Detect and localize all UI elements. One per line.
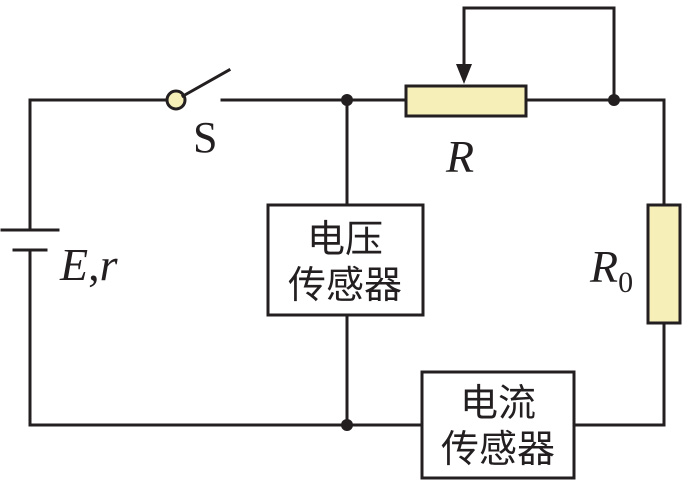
voltage-sensor <box>266 203 425 317</box>
current-sensor-line2: 传感器 <box>441 427 555 471</box>
source-separator: , <box>88 239 100 290</box>
switch[interactable] <box>165 67 232 111</box>
wire-top-right <box>524 98 666 207</box>
switch-pivot <box>165 89 187 111</box>
current-sensor <box>420 370 576 480</box>
voltage-sensor-line2: 传感器 <box>288 263 402 307</box>
voltage-sensor-line1: 电压 <box>307 217 383 261</box>
resistor-r0 <box>646 203 682 325</box>
wire-bottom <box>28 250 424 427</box>
switch-label: S <box>193 113 217 162</box>
source-label: E,r <box>59 239 119 290</box>
source-emf: E <box>59 239 88 290</box>
junction-node <box>341 419 353 431</box>
junction-node <box>341 94 353 106</box>
current-sensor-line1: 电流 <box>460 381 536 425</box>
rheostat-r <box>404 84 528 118</box>
battery-icon <box>0 228 60 252</box>
switch-blade <box>180 67 232 99</box>
rheostat-slider-wire <box>462 6 616 102</box>
wire-right-bottom <box>572 321 666 427</box>
rheostat-label: R <box>445 131 474 182</box>
slider-arrow-icon <box>456 64 472 84</box>
junction-node <box>608 94 620 106</box>
r0-main: R <box>589 241 618 292</box>
r0-subscript: 0 <box>618 266 633 299</box>
source-internal-resistance: r <box>100 239 119 290</box>
r0-label: R0 <box>589 241 633 299</box>
